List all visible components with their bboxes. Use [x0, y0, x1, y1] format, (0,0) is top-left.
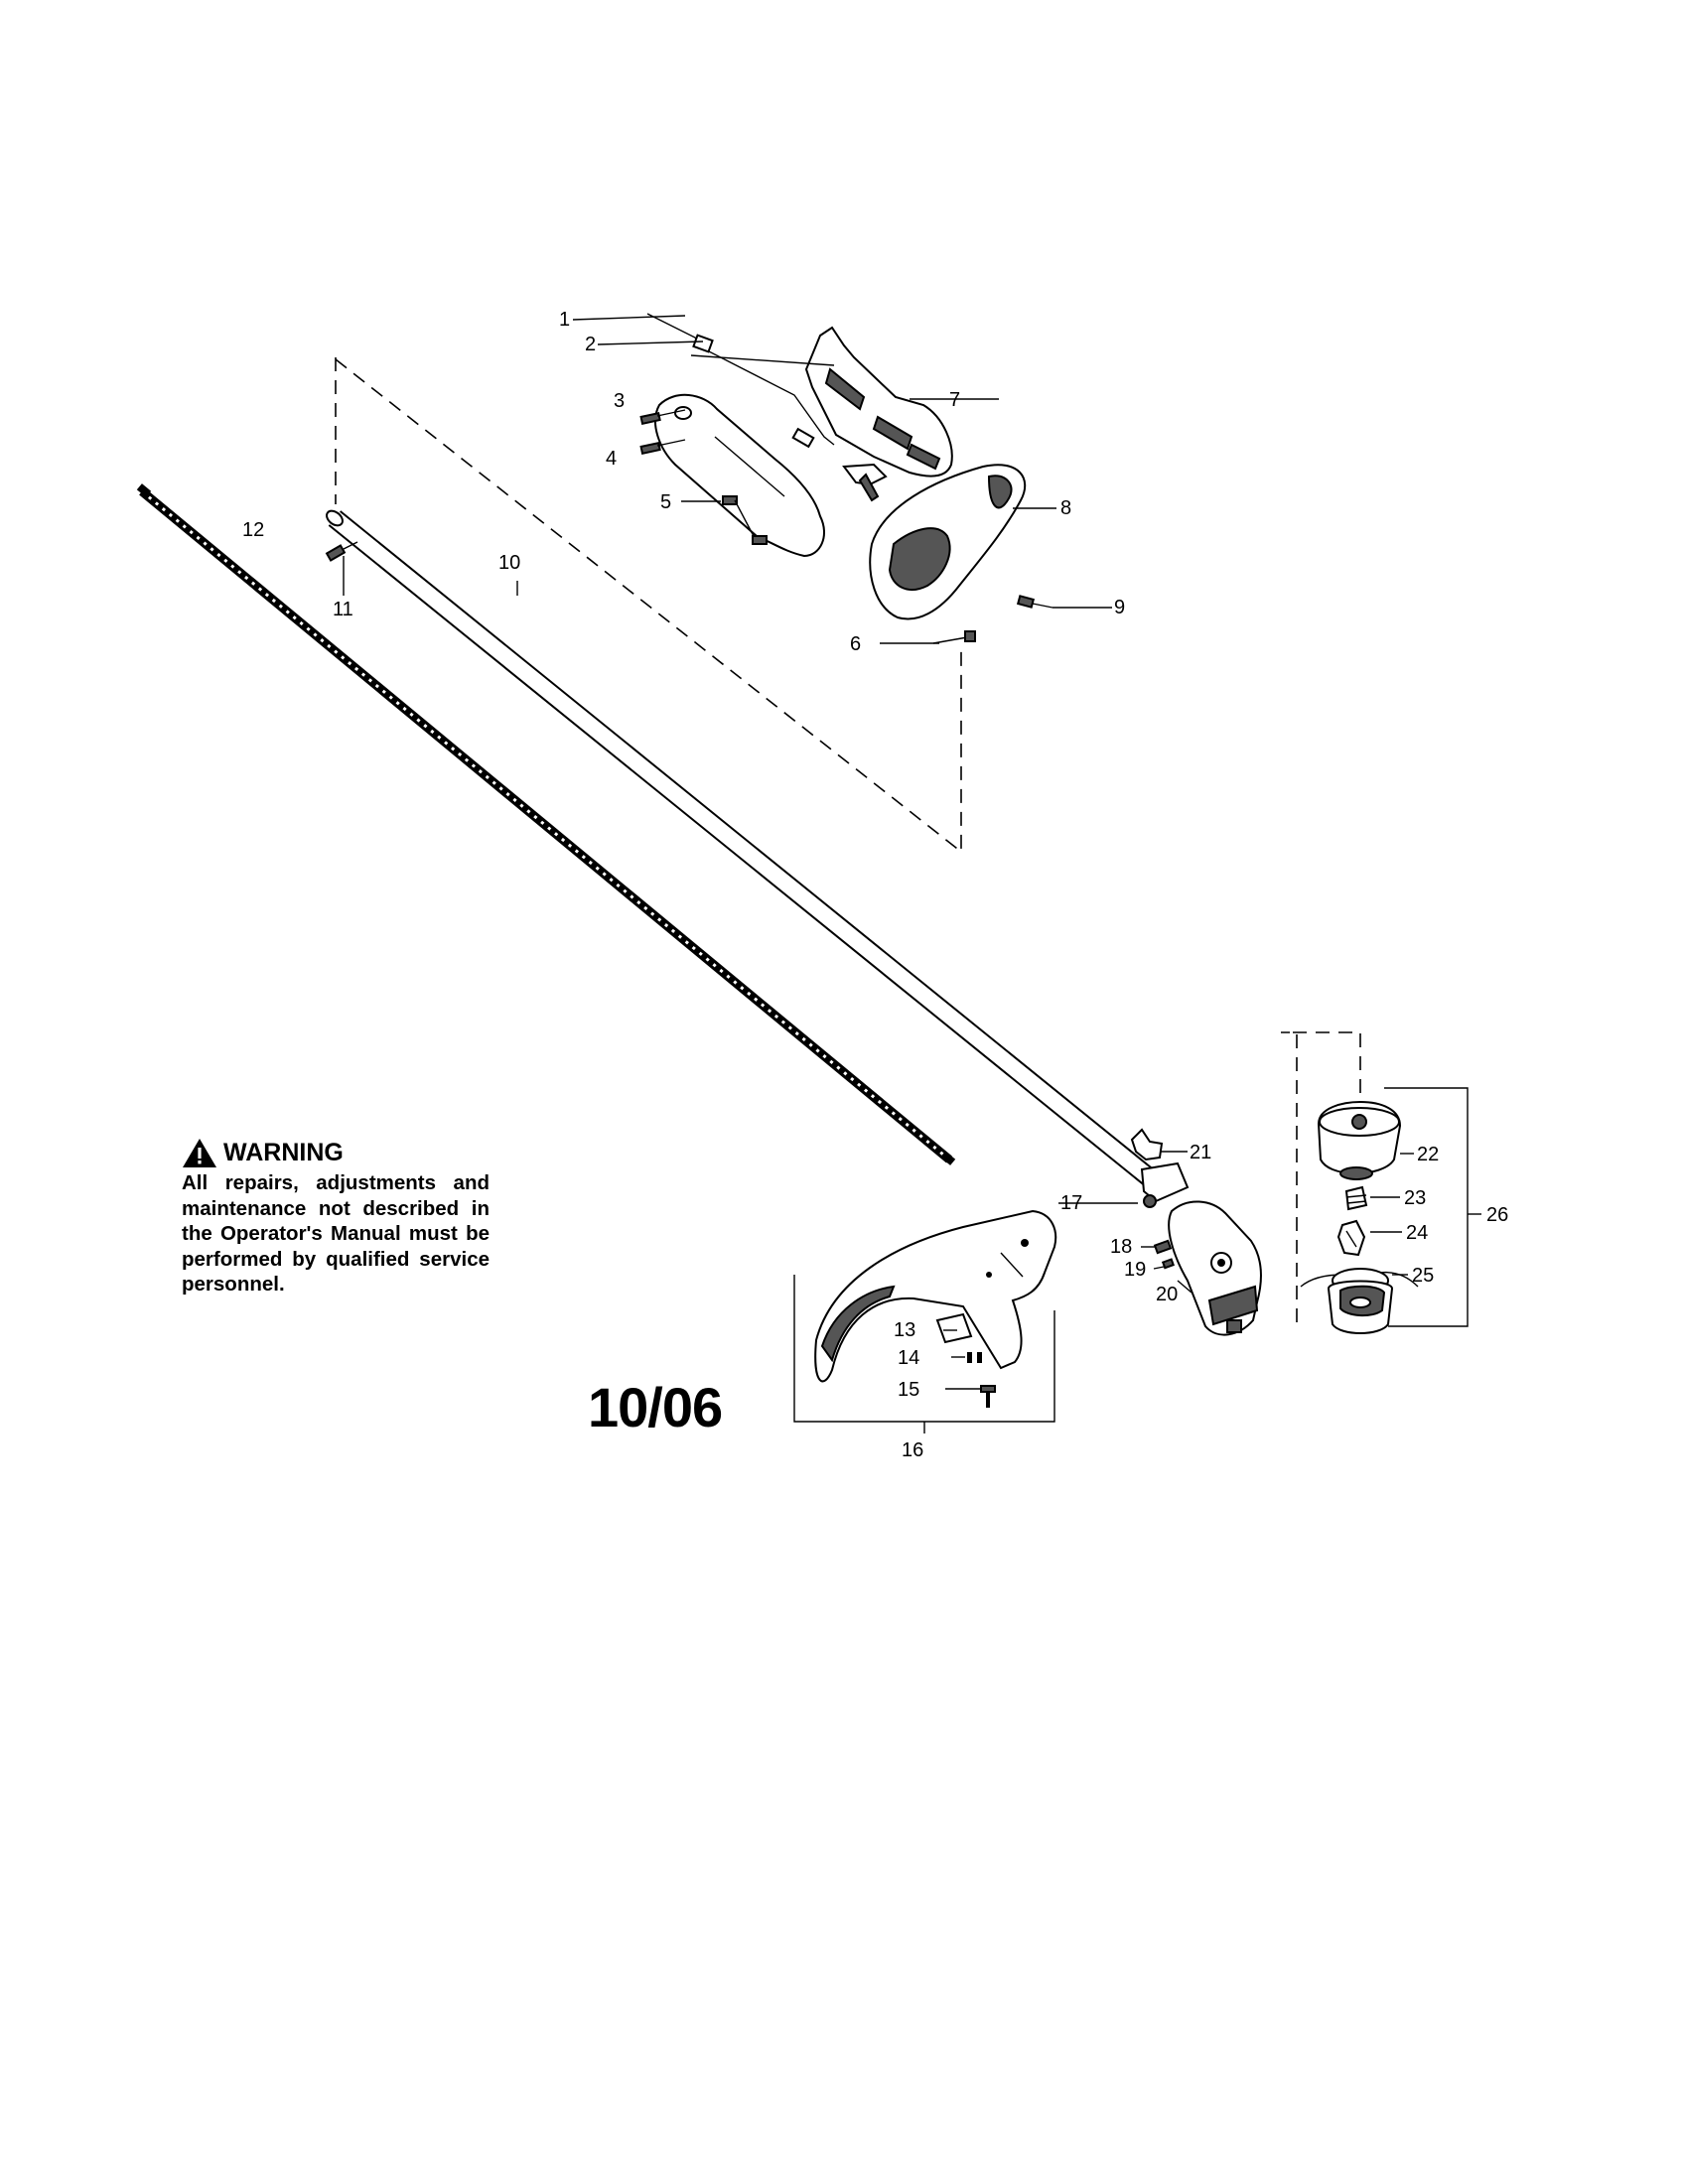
throttle-cable-part-1 — [646, 313, 835, 449]
callout-8: 8 — [1060, 497, 1071, 519]
handle-housing-part-7 — [804, 326, 953, 478]
callout-24: 24 — [1406, 1222, 1428, 1244]
assembly-dashed-lines — [335, 357, 1361, 1322]
callout-13: 13 — [894, 1319, 915, 1341]
handle-housing-part-3 — [654, 393, 825, 558]
callout-12: 12 — [242, 519, 264, 541]
callout-10: 10 — [498, 552, 520, 574]
callout-23: 23 — [1404, 1187, 1426, 1209]
screws-parts-3-4-5-6 — [639, 409, 976, 644]
callout-6: 6 — [850, 633, 861, 655]
callout-19: 19 — [1124, 1259, 1146, 1281]
callout-21: 21 — [1190, 1142, 1211, 1163]
callout-9: 9 — [1114, 597, 1125, 618]
callout-14: 14 — [898, 1347, 919, 1369]
callout-7: 7 — [949, 389, 960, 411]
warning-triangle-icon — [183, 1139, 216, 1167]
gearhead-assembly — [1130, 1128, 1262, 1336]
callout-17: 17 — [1060, 1192, 1082, 1214]
warning-box: WARNING All repairs, adjustments and mai… — [182, 1138, 490, 1297]
callout-labels: 1 2 3 4 5 6 7 8 9 10 11 12 13 14 15 16 1… — [242, 309, 1508, 1461]
callout-15: 15 — [898, 1379, 919, 1401]
callout-3: 3 — [614, 390, 625, 412]
callout-25: 25 — [1412, 1265, 1434, 1287]
warning-title: WARNING — [223, 1139, 344, 1166]
revision-date: 10/06 — [588, 1376, 723, 1438]
guard-assembly — [793, 1209, 1057, 1433]
callout-5: 5 — [660, 491, 671, 513]
callout-18: 18 — [1110, 1236, 1132, 1258]
trigger-part-2 — [842, 463, 888, 502]
warning-heading: WARNING — [182, 1138, 490, 1168]
drive-shaft-part-12 — [136, 483, 956, 1165]
callout-26: 26 — [1486, 1204, 1508, 1226]
callout-20: 20 — [1156, 1284, 1178, 1305]
callout-16: 16 — [902, 1439, 923, 1461]
callout-22: 22 — [1417, 1144, 1439, 1165]
leader-lines — [343, 315, 1414, 1390]
trimmer-head-assembly — [1300, 1087, 1481, 1334]
callout-4: 4 — [606, 448, 617, 470]
screw-part-11 — [325, 541, 358, 562]
callout-1: 1 — [559, 309, 570, 331]
callout-11: 11 — [333, 599, 353, 620]
callout-2: 2 — [585, 334, 596, 355]
shaft-tube-part-10 — [326, 509, 1161, 1189]
screw-part-9 — [1016, 595, 1053, 609]
handle-grip-part-8 — [869, 464, 1027, 620]
warning-text: All repairs, adjustments and maintenance… — [182, 1171, 490, 1296]
